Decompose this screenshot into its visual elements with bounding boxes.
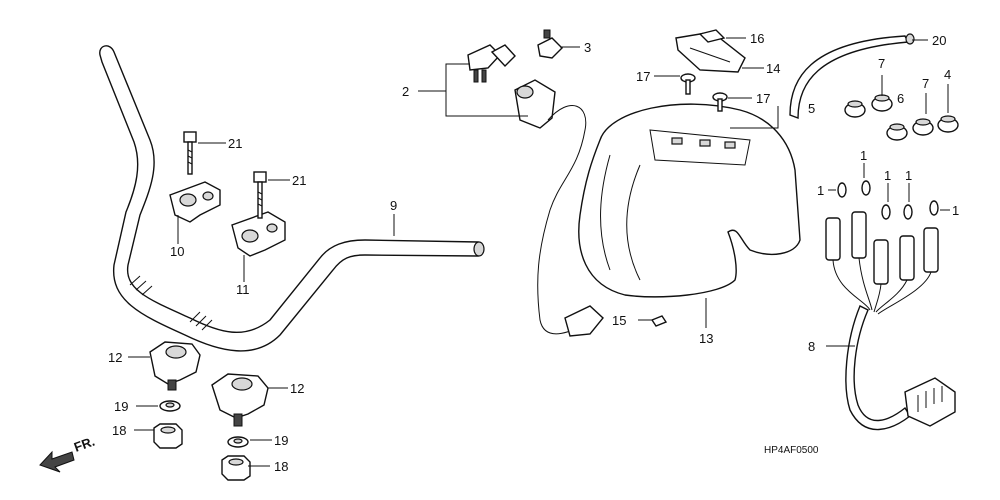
lower-holder-12-b — [211, 373, 269, 427]
callout-18-b: 18 — [274, 459, 288, 474]
screw-17-a — [680, 73, 696, 95]
callout-1-e: 1 — [952, 203, 959, 218]
callout-17-a: 17 — [636, 69, 650, 84]
wire-harness-8 — [825, 211, 956, 431]
bolt-21-b — [253, 171, 267, 219]
callout-13: 13 — [699, 331, 713, 346]
bulbs — [837, 180, 939, 220]
callout-3: 3 — [584, 40, 591, 55]
callout-21-a: 21 — [228, 136, 242, 151]
callout-1-a: 1 — [860, 148, 867, 163]
callout-2: 2 — [402, 84, 409, 99]
grommets — [844, 94, 959, 141]
front-direction-arrow: FR. — [39, 434, 97, 473]
switch-assembly-2 — [467, 44, 604, 337]
callout-5: 5 — [808, 101, 815, 116]
callout-1-b: 1 — [817, 183, 824, 198]
bolt-21-a — [183, 131, 197, 175]
switch-3 — [537, 29, 563, 59]
clip-16 — [698, 29, 726, 43]
callout-9: 9 — [390, 198, 397, 213]
callout-8: 8 — [808, 339, 815, 354]
callout-12-a: 12 — [108, 350, 122, 365]
callout-1-d: 1 — [905, 168, 912, 183]
tube-20 — [789, 33, 915, 120]
callout-11: 11 — [236, 282, 250, 297]
screw-17-b — [712, 92, 728, 112]
diagram-code: HP4AF0500 — [764, 445, 819, 456]
washer-19-b — [227, 436, 249, 448]
callout-7-a: 7 — [878, 56, 885, 71]
callout-7-b: 7 — [922, 76, 929, 91]
callout-19-a: 19 — [114, 399, 128, 414]
callout-21-b: 21 — [292, 173, 306, 188]
callout-6: 6 — [897, 91, 904, 106]
front-direction-label: FR. — [72, 434, 97, 455]
callout-18-a: 18 — [112, 423, 126, 438]
callout-1-c: 1 — [884, 168, 891, 183]
callout-10: 10 — [170, 244, 184, 259]
handlebar — [99, 45, 485, 352]
handlebar-cover-13 — [578, 103, 801, 298]
leader-lines — [128, 37, 950, 467]
callout-20: 20 — [932, 33, 946, 48]
callout-15: 15 — [612, 313, 626, 328]
callout-16: 16 — [750, 31, 764, 46]
callout-12-b: 12 — [290, 381, 304, 396]
callout-14: 14 — [766, 61, 780, 76]
callout-17-b: 17 — [756, 91, 770, 106]
nut-18-b — [221, 455, 251, 481]
clip-15 — [650, 315, 668, 327]
nut-18-a — [153, 423, 183, 449]
callout-labels: 21 21 10 11 9 12 12 19 18 19 18 2 3 17 1… — [108, 31, 959, 474]
upper-holder-11 — [231, 211, 286, 257]
callout-4: 4 — [944, 67, 951, 82]
lower-holder-12-a — [149, 341, 201, 391]
callout-19-b: 19 — [274, 433, 288, 448]
washer-19-a — [159, 400, 181, 412]
